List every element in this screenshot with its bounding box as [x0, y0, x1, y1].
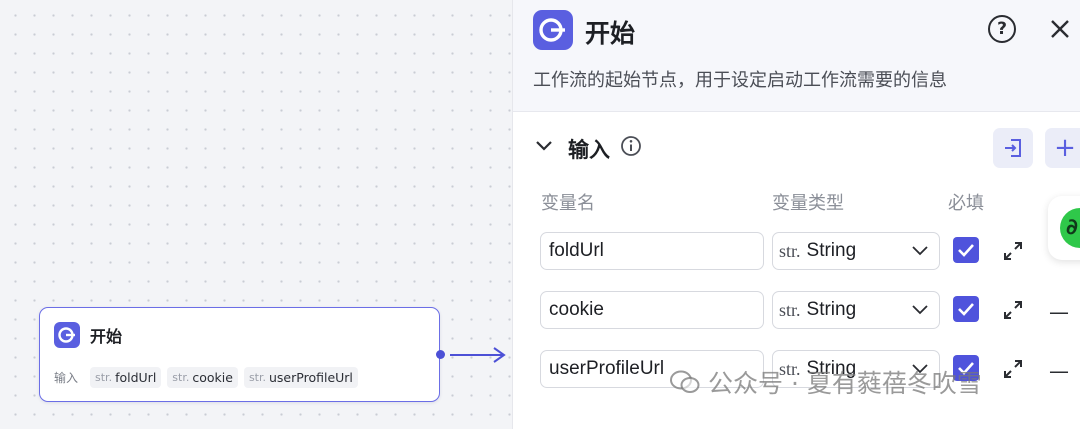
node-var-chip: str. userProfileUrl — [243, 367, 358, 388]
start-node-icon — [54, 322, 80, 348]
edge-arrow-icon — [450, 347, 506, 363]
node-var-name: cookie — [192, 370, 233, 385]
variable-type-select[interactable]: str. String — [772, 232, 940, 270]
chevron-down-icon — [912, 246, 928, 256]
node-var-name: userProfileUrl — [269, 370, 353, 385]
start-node-inputs: 输入 str. foldUrl str. cookie str. userPro… — [54, 367, 358, 388]
import-icon — [1005, 139, 1021, 157]
type-prefix: str. — [779, 299, 801, 320]
node-var-chip: str. foldUrl — [90, 367, 162, 388]
type-value: String — [806, 358, 857, 379]
check-icon — [958, 362, 974, 375]
add-variable-button[interactable]: + — [1045, 128, 1080, 168]
floating-assistant-button[interactable]: ∂ — [1048, 196, 1080, 260]
variable-row: userProfileUrl str. String — — [513, 350, 1080, 390]
remove-variable-button[interactable]: — — [1049, 300, 1069, 324]
expand-icon[interactable] — [1002, 358, 1024, 380]
variable-row: foldUrl str. String — [513, 232, 1080, 272]
panel-title: 开始 — [585, 19, 636, 48]
inputs-section-header: 输入 + — [535, 128, 1080, 168]
expand-icon[interactable] — [1002, 299, 1024, 321]
expand-icon[interactable] — [1002, 240, 1024, 262]
remove-variable-button[interactable]: — — [1049, 359, 1069, 383]
workflow-canvas[interactable]: 开始 输入 str. foldUrl str. cookie str. user… — [0, 0, 512, 429]
column-header-name: 变量名 — [541, 193, 595, 214]
info-icon[interactable] — [620, 135, 642, 157]
start-node-icon — [533, 10, 573, 50]
close-icon[interactable] — [1049, 18, 1071, 40]
variable-type-select[interactable]: str. String — [772, 291, 940, 329]
panel-description: 工作流的起始节点，用于设定启动工作流需要的信息 — [533, 70, 947, 91]
variable-row: cookie str. String — — [513, 291, 1080, 331]
required-checkbox[interactable] — [953, 355, 979, 381]
column-header-type: 变量类型 — [772, 193, 844, 214]
start-node-title: 开始 — [90, 327, 123, 346]
inputs-section-title: 输入 — [568, 138, 610, 162]
assistant-icon: ∂ — [1060, 208, 1080, 248]
variable-name-input[interactable]: cookie — [540, 291, 764, 329]
variable-name-input[interactable]: userProfileUrl — [540, 350, 764, 388]
panel-header: 开始 ? 工作流的起始节点，用于设定启动工作流需要的信息 — [513, 0, 1080, 112]
import-button[interactable] — [993, 128, 1033, 168]
check-icon — [958, 244, 974, 257]
watermark-text: 公众号 · 夏有蕤蓓冬吹雪 — [708, 369, 982, 398]
node-inputs-label: 输入 — [54, 371, 79, 385]
chevron-down-icon — [912, 305, 928, 315]
node-var-type: str. — [248, 371, 266, 384]
node-var-name: foldUrl — [115, 370, 157, 385]
variable-name-input[interactable]: foldUrl — [540, 232, 764, 270]
wechat-icon — [670, 370, 700, 393]
start-node[interactable]: 开始 输入 str. foldUrl str. cookie str. user… — [39, 307, 440, 402]
required-checkbox[interactable] — [953, 296, 979, 322]
check-icon — [958, 303, 974, 316]
chevron-down-icon — [912, 364, 928, 374]
node-var-chip: str. cookie — [167, 367, 238, 388]
column-header-required: 必填 — [948, 193, 984, 214]
type-value: String — [806, 299, 857, 320]
type-value: String — [806, 240, 857, 261]
node-output-port[interactable] — [436, 350, 445, 359]
type-prefix: str. — [779, 358, 801, 379]
variable-type-select[interactable]: str. String — [772, 350, 940, 388]
watermark: 公众号 · 夏有蕤蓓冬吹雪 — [670, 364, 982, 400]
required-checkbox[interactable] — [953, 237, 979, 263]
node-var-type: str. — [95, 371, 113, 384]
help-button[interactable]: ? — [988, 15, 1016, 43]
node-settings-panel: 开始 ? 工作流的起始节点，用于设定启动工作流需要的信息 输入 + 变量名 变量… — [512, 0, 1080, 429]
type-prefix: str. — [779, 240, 801, 261]
node-var-type: str. — [172, 371, 190, 384]
chevron-down-icon[interactable] — [535, 140, 553, 152]
